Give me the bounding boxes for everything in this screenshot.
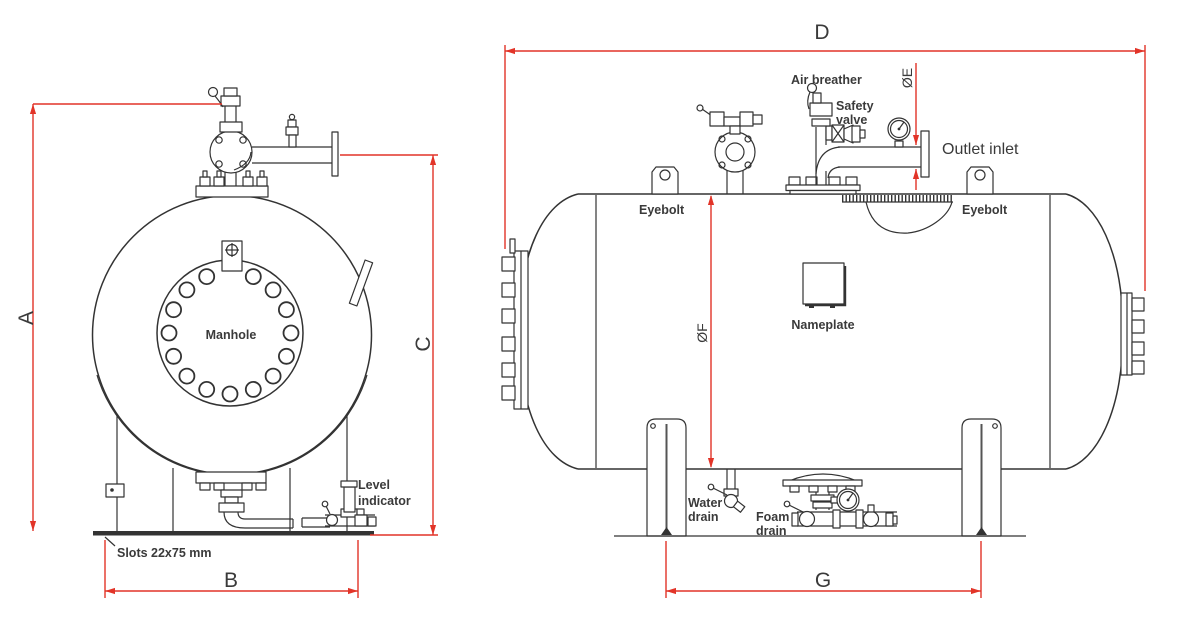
dimension-b: B <box>104 540 359 598</box>
manhole-label: Manhole <box>206 328 257 342</box>
vent-valve <box>285 113 299 148</box>
foam-drain-label-line2: drain <box>756 524 787 538</box>
end-flange-right <box>1120 292 1145 376</box>
nameplate: Nameplate <box>791 262 855 332</box>
dimension-a: A <box>15 103 222 531</box>
base-plate <box>93 531 374 536</box>
dimension-a-label: A <box>15 311 38 325</box>
dimension-c: C <box>340 154 438 536</box>
dimension-c-label: C <box>412 336 435 351</box>
manhole: Manhole <box>156 240 374 407</box>
end-view: Manhole <box>15 86 438 598</box>
foam-inlet-valve <box>696 104 763 194</box>
bottom-flange <box>195 471 267 484</box>
dimension-g-label: G <box>815 569 831 592</box>
slots-leader-line <box>104 536 116 547</box>
end-flange-left <box>501 238 529 410</box>
eyebolt-left-label: Eyebolt <box>639 203 685 217</box>
eyebolt-right-label: Eyebolt <box>962 203 1008 217</box>
safety-valve-label-line2: valve <box>836 113 867 127</box>
level-indicator-label-line2: indicator <box>358 494 411 508</box>
internal-foam-chamber <box>842 194 953 234</box>
foam-drain-label-line1: Foam <box>756 510 789 524</box>
sump-drain-assembly: Foam drain <box>756 473 898 538</box>
dimension-g: G <box>665 541 982 598</box>
safety-valve-mount-flange <box>785 184 861 192</box>
outlet-pipe-assembly: Outlet inlet <box>838 117 1019 178</box>
nameplate-label: Nameplate <box>791 318 854 332</box>
foam-drain-valve <box>783 500 816 528</box>
eyebolt-right: Eyebolt <box>962 166 1008 217</box>
eyebolt-left: Eyebolt <box>639 166 685 217</box>
support-legs <box>614 418 1026 537</box>
davit-tab <box>221 240 243 272</box>
outlet-flange <box>920 130 930 178</box>
riser-flange <box>209 130 253 174</box>
outlet-inlet-label: Outlet inlet <box>942 141 1019 158</box>
level-indicator: Level indicator <box>321 478 411 527</box>
earthing-clip <box>105 483 125 498</box>
level-indicator-label-line1: Level <box>358 478 390 492</box>
dimension-d: D <box>504 21 1146 291</box>
safety-valve <box>825 124 866 144</box>
valve-lever-knob <box>207 86 219 98</box>
side-view: Eyebolt Eyebolt <box>501 21 1146 598</box>
air-breather-label: Air breather <box>791 73 862 87</box>
dimension-d-label: D <box>814 21 829 44</box>
dimension-f: ØF <box>694 195 715 468</box>
safety-valve-label-line1: Safety <box>836 99 874 113</box>
dimension-e: ØE <box>899 63 920 190</box>
top-mount-flange <box>195 185 269 198</box>
top-nozzle-assembly <box>195 86 339 198</box>
dimension-f-label: ØF <box>694 323 710 342</box>
pressure-gauge-icon <box>887 117 911 148</box>
water-drain-label-line1: Water <box>688 496 722 510</box>
sight-glass <box>343 486 356 513</box>
water-drain-valve: Water drain <box>688 469 746 524</box>
dimension-b-label: B <box>224 569 238 592</box>
sump-gauge-icon <box>830 488 860 512</box>
bottom-drain-assembly <box>195 471 330 529</box>
side-bracket <box>348 259 374 307</box>
outlet-end-flange <box>331 131 339 177</box>
dimension-e-label: ØE <box>899 68 915 88</box>
air-breather-safety-valve-assembly: Air breather Safety valve <box>785 73 874 195</box>
water-drain-label-line2: drain <box>688 510 719 524</box>
air-breather <box>806 82 833 127</box>
slots-label: Slots 22x75 mm <box>117 546 212 560</box>
